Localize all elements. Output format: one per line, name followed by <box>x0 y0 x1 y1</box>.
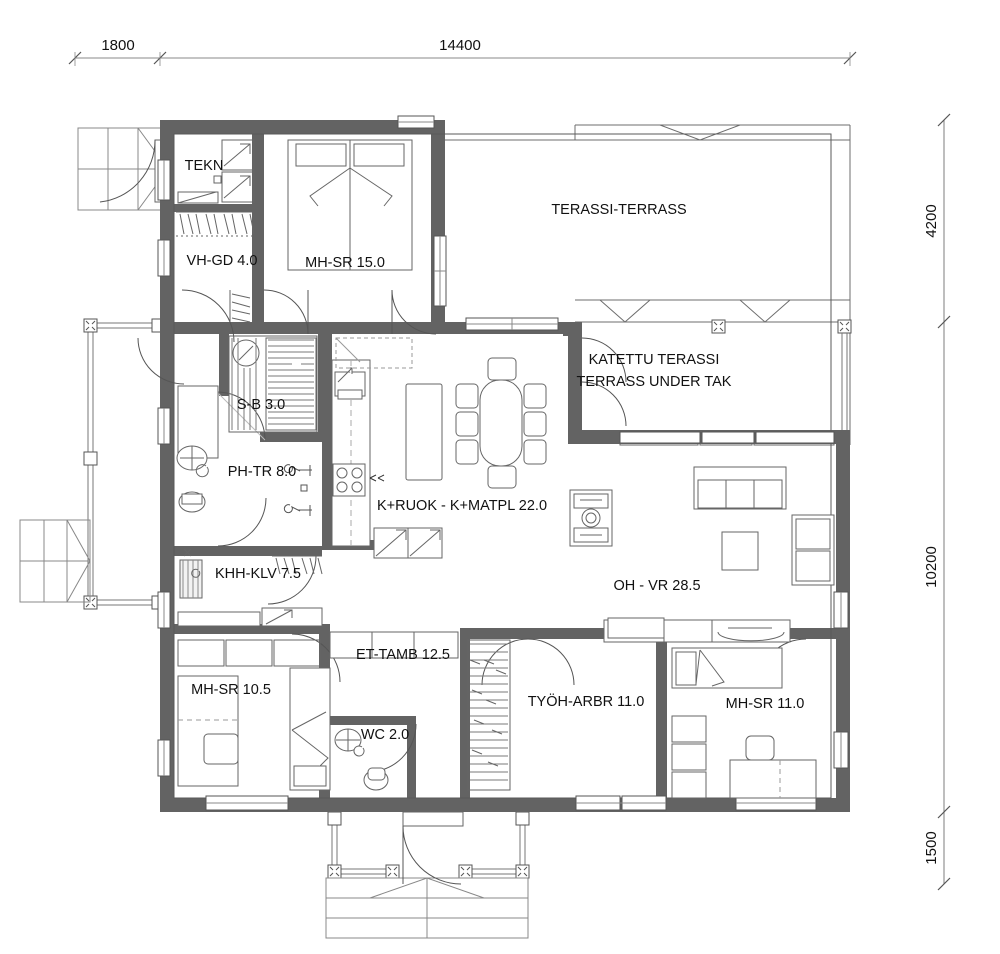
dimension-top-1800: 1800 <box>101 37 134 54</box>
room-label-khh-klv: KHH-KLV 7.5 <box>215 566 301 582</box>
sauna-fixtures <box>228 335 318 433</box>
room-label-oh-vr: OH - VR 28.5 <box>613 578 700 594</box>
bedroom-110-wall-cabinet <box>607 617 665 639</box>
windows <box>157 115 849 811</box>
dimension-lines-right: 4200 10200 1500 <box>923 113 951 891</box>
front-entry-door <box>402 811 464 885</box>
left-deck-railing <box>87 322 160 606</box>
doors <box>137 289 807 773</box>
dimension-right-4200: 4200 <box>923 204 940 237</box>
left-entry-steps-lower <box>19 519 91 603</box>
tekn-equipment <box>177 139 255 204</box>
utility-wardrobe-hatch <box>272 555 323 575</box>
front-porch-posts <box>327 811 530 879</box>
room-label-mh-sr-110: MH-SR 11.0 <box>726 696 805 712</box>
room-label-wc: WC 2.0 <box>361 727 409 743</box>
bedroom-110-furniture <box>671 647 817 799</box>
room-label-s-b: S-B 3.0 <box>237 397 285 413</box>
front-porch-railing <box>331 818 526 875</box>
dining-set <box>455 357 547 489</box>
room-label-kitchen: K+RUOK - K+MATPL 22.0 <box>377 498 547 514</box>
dimension-right-1500: 1500 <box>923 831 940 864</box>
room-label-et-tamb: ET-TAMB 12.5 <box>356 647 450 663</box>
left-deck-posts <box>83 318 166 610</box>
bathroom-fixtures <box>176 385 219 513</box>
room-label-vh-gd: VH-GD 4.0 <box>187 253 258 269</box>
front-entry-stairs <box>325 877 529 939</box>
dimension-top-14400: 14400 <box>439 37 481 54</box>
room-label-mh-sr-15: MH-SR 15.0 <box>305 255 385 271</box>
wc-fixtures <box>334 728 389 791</box>
room-label-katettu-1: KATETTU TERASSI <box>589 352 720 368</box>
living-room-furniture <box>569 466 835 643</box>
dimension-lines-top: 1800 14400 <box>68 37 857 66</box>
bedroom-105-bed <box>289 667 331 791</box>
room-label-terassi: TERASSI-TERRASS <box>551 202 686 218</box>
bed-master <box>287 139 413 271</box>
room-label-katettu-2: TERRASS UNDER TAK <box>577 374 732 390</box>
electrical-symbols <box>283 464 312 516</box>
kitchen-fixtures <box>331 337 443 559</box>
terrace-posts <box>711 319 852 334</box>
room-label-tekn: TEKN <box>185 158 224 174</box>
entry-stairs <box>467 639 511 791</box>
hall-wardrobe <box>229 290 251 323</box>
terrace-post-rails <box>841 333 848 442</box>
room-label-tyoh-arbr: TYÖH-ARBR 11.0 <box>528 692 645 710</box>
bedroom-105-furniture <box>177 675 239 787</box>
room-label-ph-tr: PH-TR 8.0 <box>228 464 297 480</box>
room-label-mh-sr-105: MH-SR 10.5 <box>191 682 271 698</box>
dimension-right-10200: 10200 <box>923 546 940 588</box>
vhgd-wardrobe <box>176 211 255 237</box>
room-outlines <box>173 133 832 799</box>
utility-fixtures <box>177 548 321 667</box>
room-labels: TEKN VH-GD 4.0 MH-SR 15.0 S-B 3.0 PH-TR … <box>185 158 805 743</box>
entry-wardrobe <box>329 631 459 659</box>
utility-counter <box>177 607 323 627</box>
